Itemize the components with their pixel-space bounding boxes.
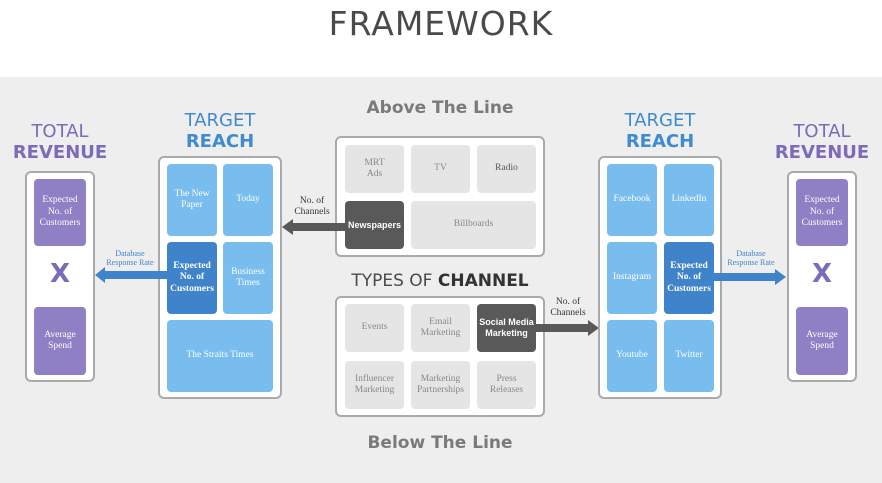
reach-box-today: Today [223, 164, 273, 236]
left-target-reach-heading: TARGET REACH [165, 112, 275, 151]
reach-box-facebook: Facebook [607, 164, 657, 236]
types-of-channel-label: TYPES OF CHANNEL [330, 271, 550, 291]
channel-label: CHANNEL [437, 271, 529, 291]
left-multiply-sign: X [49, 259, 71, 289]
right-total-label: TOTAL [793, 121, 851, 142]
reach-box-youtube: Youtube [607, 320, 657, 392]
right-revenue-label: REVENUE [774, 142, 870, 163]
right-database-arrow [714, 269, 786, 285]
newspapers-channel-arrow-shape [282, 219, 345, 235]
right-database-response-rate-label: Database Response Rate [727, 249, 775, 268]
left-total-revenue-heading: TOTAL REVENUE [10, 123, 110, 162]
atl-box-billboards: Billboards [411, 201, 536, 249]
reach-box-the-straits-times: The Straits Times [167, 320, 273, 392]
framework-panel: TOTAL REVENUE Expected No. of Customers … [0, 77, 882, 483]
reach-box-the-new-paper: The New Paper [167, 164, 217, 236]
left-average-spend-box: Average Spend [34, 307, 86, 375]
reach-box-business-times: Business Times [223, 242, 273, 314]
right-total-revenue-heading: TOTAL REVENUE [772, 123, 872, 162]
left-database-arrow [95, 267, 167, 283]
right-target-label: TARGET [624, 110, 696, 131]
social-media-channel-arrow-shape [536, 320, 599, 336]
right-reach-label: REACH [625, 131, 695, 152]
types-of-label: TYPES OF [351, 271, 438, 291]
atl-box-newspapers: Newspapers [345, 201, 404, 249]
left-database-arrow-shape [95, 267, 167, 283]
right-reach-expected-customers-box: Expected No. of Customers [664, 242, 714, 314]
above-the-line-label: Above The Line [366, 98, 514, 118]
left-no-of-channels-label: No. of Channels [294, 196, 330, 217]
left-reach-label: REACH [185, 131, 255, 152]
btl-box-press-releases: Press Releases [477, 361, 536, 409]
reach-box-twitter: Twitter [664, 320, 714, 392]
left-reach-expected-customers-box: Expected No. of Customers [167, 242, 217, 314]
left-database-response-rate-label: Database Response Rate [106, 249, 154, 268]
right-multiply-sign: X [811, 259, 833, 289]
right-database-arrow-shape [714, 269, 786, 285]
btl-box-events: Events [345, 304, 404, 352]
atl-box-tv: TV [411, 145, 470, 193]
right-target-reach-heading: TARGET REACH [605, 112, 715, 151]
page-title: FRAMEWORK [328, 4, 554, 43]
btl-box-influencer-marketing: Influencer Marketing [345, 361, 404, 409]
btl-box-social-media-marketing: Social Media Marketing [477, 304, 536, 352]
right-expected-customers-box: Expected No. of Customers [796, 179, 848, 246]
right-no-of-channels-label: No. of Channels [550, 297, 586, 318]
right-average-spend-box: Average Spend [796, 307, 848, 375]
reach-box-linkedin: LinkedIn [664, 164, 714, 236]
btl-box-email-marketing: Email Marketing [411, 304, 470, 352]
left-target-label: TARGET [184, 110, 256, 131]
atl-box-radio: Radio [477, 145, 536, 193]
below-the-line-label: Below The Line [367, 433, 513, 453]
left-revenue-label: REVENUE [12, 142, 108, 163]
left-total-label: TOTAL [31, 121, 89, 142]
reach-box-instagram: Instagram [607, 242, 657, 314]
social-media-channel-arrow [536, 320, 599, 336]
left-expected-customers-box: Expected No. of Customers [34, 179, 86, 246]
atl-box-mrt-ads: MRT Ads [345, 145, 404, 193]
btl-box-marketing-partnerships: Marketing Partnerships [411, 361, 470, 409]
newspapers-channel-arrow [282, 219, 345, 235]
